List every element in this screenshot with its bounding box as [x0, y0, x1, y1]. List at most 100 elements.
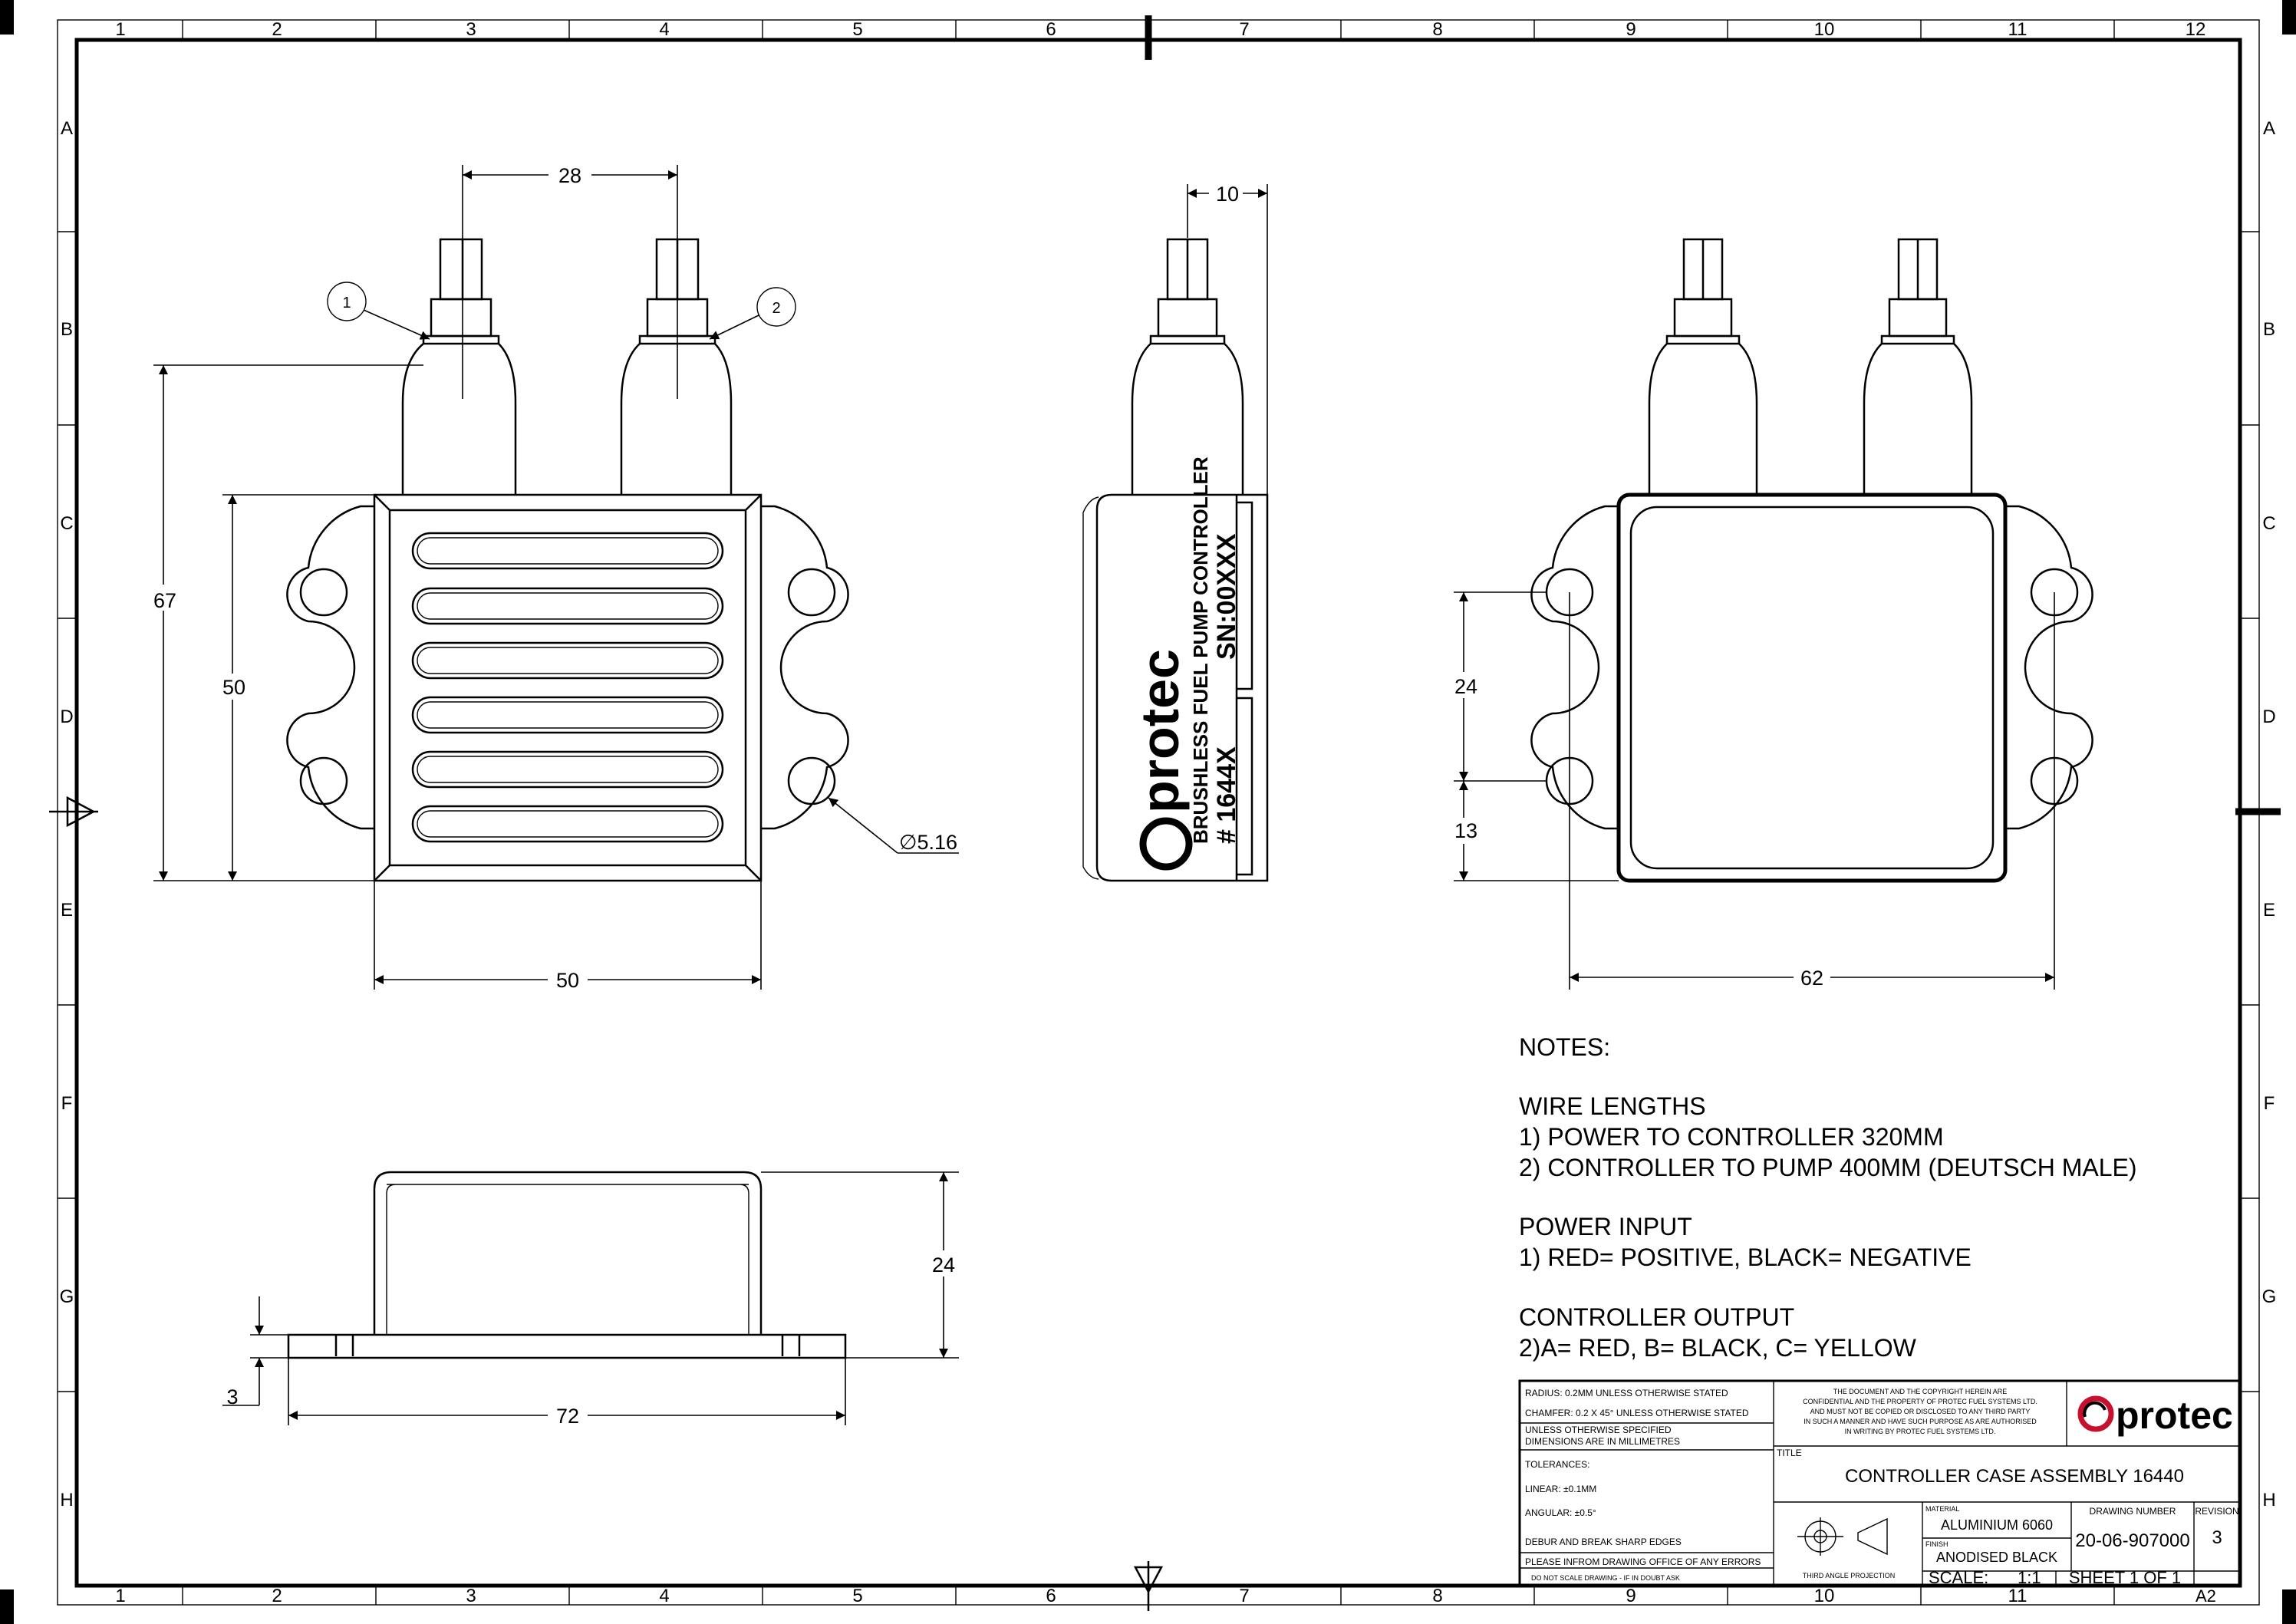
front-view: 1 2 28 67 50 50 [148, 161, 959, 993]
dim-62-label: 62 [1800, 967, 1823, 990]
title-block: RADIUS: 0.2MM UNLESS OTHERWISE STATED CH… [1518, 1379, 2242, 1606]
grid-row: H [60, 1490, 73, 1510]
tb-conf-1: THE DOCUMENT AND THE COPYRIGHT HEREIN AR… [1833, 1388, 2008, 1395]
dim-28 [462, 165, 678, 399]
front-body-chamfer [374, 494, 762, 881]
third-angle-projection-icon [1797, 1517, 1888, 1556]
grid-row: C [60, 513, 73, 534]
grid-row: E [2263, 900, 2275, 921]
dim-hole-diameter-label: ∅5.16 [899, 831, 957, 854]
mount-hole [787, 756, 836, 805]
tb-conf-3: AND MUST NOT BE COPIED OR DISCLOSED TO A… [1810, 1408, 2031, 1415]
grid-row: E [61, 900, 73, 921]
tb-units-1: UNLESS OTHERWISE SPECIFIED [1525, 1425, 1672, 1435]
balloon-2-label: 2 [772, 300, 780, 317]
grid-row: G [60, 1286, 74, 1307]
front-cable-right [620, 238, 733, 495]
tb-title: CONTROLLER CASE ASSEMBLY 16440 [1845, 1466, 2184, 1487]
grid-row: D [60, 707, 73, 727]
tb-revision: 3 [2212, 1527, 2222, 1548]
notes-output-1: 2)A= RED, B= BLACK, C= YELLOW [1519, 1334, 1917, 1362]
dim-24-rear [1454, 591, 2055, 990]
grid-col: 7 [1239, 19, 1249, 40]
device-part: # 1644X [1212, 746, 1241, 844]
grid-col: 3 [466, 1586, 476, 1606]
grid-row: F [2264, 1093, 2275, 1114]
dim-10 [1187, 184, 1268, 495]
protec-logo-icon [2077, 1395, 2114, 1432]
grid-col: 1 [115, 19, 125, 40]
tb-scale-note: DO NOT SCALE DRAWING - IF IN DOUBT ASK [1531, 1574, 1680, 1582]
dim-50-horizontal-label: 50 [556, 969, 579, 992]
device-line1: BRUSHLESS FUEL PUMP CONTROLLER [1189, 456, 1212, 844]
grid-row: B [2263, 319, 2275, 340]
notes-power-1: 1) RED= POSITIVE, BLACK= NEGATIVE [1519, 1244, 1972, 1271]
grid-row: H [2262, 1490, 2275, 1510]
grid-col: 2 [272, 1586, 282, 1606]
tb-sheet: SHEET 1 OF 1 [2069, 1568, 2181, 1587]
dim-72-label: 72 [556, 1405, 579, 1428]
dim-3 [222, 1296, 288, 1406]
side-view: 10 protec BRUSHLESS FUEL PUMP CONTROLLER… [1082, 180, 1269, 882]
device-brand: protec [1130, 649, 1190, 813]
dim-10-label: 10 [1216, 183, 1239, 206]
grid-column-labels-bottom: 1 2 3 4 5 6 7 8 9 10 11 [115, 1586, 2027, 1606]
notes-wire-2: 2) CONTROLLER TO PUMP 400MM (DEUTSCH MAL… [1519, 1154, 2136, 1181]
dim-67 [153, 364, 423, 881]
dim-hole-diameter [828, 797, 959, 854]
bottom-view: 24 3 72 [222, 1171, 960, 1428]
centering-marks [49, 15, 2281, 1611]
grid-col: 12 [2186, 19, 2206, 40]
tb-projection: THIRD ANGLE PROJECTION [1803, 1572, 1896, 1580]
grid-row-labels-left: A B C D E F G H [60, 118, 74, 1510]
grid-col: 8 [1432, 1586, 1442, 1606]
grid-col: 9 [1626, 1586, 1636, 1606]
dim-24-rear-label: 24 [1454, 675, 1477, 698]
grid-row-labels-right: A B C D E F G H [2262, 118, 2277, 1510]
tb-drawing-number-label: DRAWING NUMBER [2090, 1506, 2176, 1517]
tb-material-label: MATERIAL [1925, 1505, 1959, 1513]
tb-angular: ANGULAR: ±0.5° [1525, 1507, 1596, 1518]
dim-28-label: 28 [558, 164, 581, 187]
front-fin-inner [417, 537, 719, 838]
tb-scale: 1:1 [2018, 1568, 2041, 1587]
grid-row: A [2263, 118, 2275, 139]
dim-67-label: 67 [153, 589, 176, 612]
notes-power-heading: POWER INPUT [1519, 1213, 1692, 1240]
tb-conf-2: CONFIDENTIAL AND THE PROPERTY OF PROTEC … [1803, 1398, 2037, 1405]
notes-wire-1: 1) POWER TO CONTROLLER 320MM [1519, 1123, 1944, 1151]
balloon-2 [756, 287, 796, 327]
front-cable-left [401, 238, 517, 495]
device-serial: SN:00XXX [1212, 533, 1241, 660]
cooling-fins [411, 532, 724, 843]
grid-col: 11 [2008, 19, 2028, 40]
grid-col: 7 [1239, 1586, 1249, 1606]
device-label: protec BRUSHLESS FUEL PUMP CONTROLLER # … [1130, 456, 1241, 871]
notes-output-heading: CONTROLLER OUTPUT [1519, 1303, 1794, 1331]
mount-hole [299, 568, 348, 617]
protec-swirl-icon [1139, 817, 1193, 871]
balloon-1 [327, 282, 367, 321]
front-mount-lugs [286, 505, 849, 830]
grid-col: 4 [659, 1586, 669, 1606]
tb-linear: LINEAR: ±0.1MM [1525, 1484, 1596, 1494]
rear-body [1616, 492, 2008, 883]
tb-errors: PLEASE INFROM DRAWING OFFICE OF ANY ERRO… [1525, 1556, 1761, 1567]
tb-scale-label: SCALE: [1929, 1568, 1988, 1587]
grid-row-ticks [58, 231, 2259, 1392]
side-body [1095, 493, 1269, 882]
grid-row: F [61, 1093, 73, 1114]
grid-column-labels-top: 1 2 3 4 5 6 7 8 9 10 11 12 [115, 19, 2205, 40]
front-body-outer [373, 493, 763, 882]
grid-col: 10 [1814, 19, 1835, 40]
grid-column-ticks [182, 20, 2115, 1605]
tb-revision-label: REVISION [2195, 1506, 2238, 1517]
tb-size: A2 [2196, 1586, 2216, 1606]
grid-col: 1 [115, 1586, 125, 1606]
protec-logo: protec [2077, 1394, 2233, 1437]
grid-col: 9 [1626, 19, 1636, 40]
tb-finish: ANODISED BLACK [1936, 1550, 2057, 1565]
rear-cover [1629, 506, 1995, 870]
notes-heading: NOTES: [1519, 1033, 1610, 1061]
